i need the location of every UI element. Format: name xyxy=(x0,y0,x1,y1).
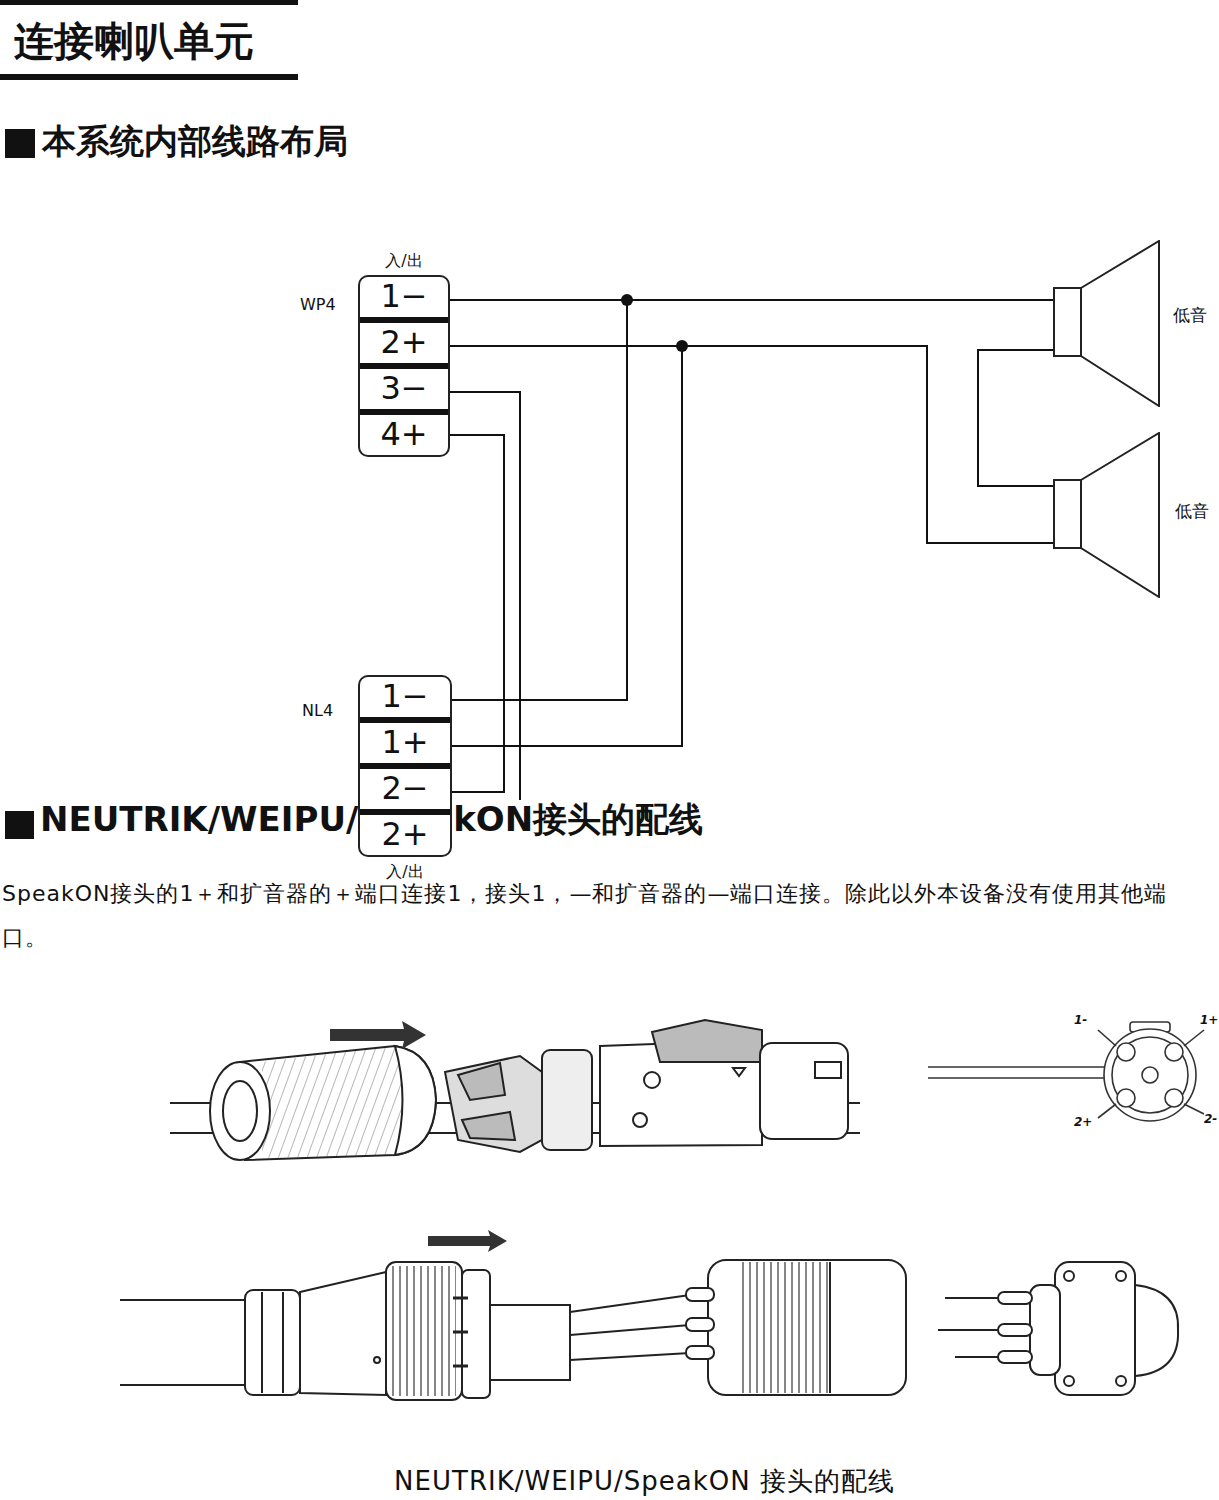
weipu-socket xyxy=(938,1262,1178,1395)
wire xyxy=(978,350,1053,486)
speaker-magnet xyxy=(1054,288,1081,356)
wire xyxy=(448,392,520,835)
pin-cell: 1+ xyxy=(360,723,450,769)
pin-cell: 2+ xyxy=(360,815,450,855)
pin-name: 2+ xyxy=(381,817,428,852)
wire xyxy=(448,346,1053,543)
page-title: 连接喇叭单元 xyxy=(14,14,254,69)
pin-name: 3− xyxy=(380,371,427,406)
section-heading: 本系统内部线路布局 xyxy=(42,122,348,161)
io-label: 入/出 xyxy=(360,862,450,883)
speaker-cone xyxy=(1081,433,1159,597)
pin-name: 1− xyxy=(380,279,427,314)
io-label: 入/出 xyxy=(360,251,448,272)
weipu-plug xyxy=(120,1260,906,1400)
pin-cell: 3− xyxy=(360,369,448,415)
figure-caption: NEUTRIK/WEIPU/SpeakON 接头的配线 xyxy=(0,1464,1219,1499)
heading-square xyxy=(5,811,34,839)
direction-arrow xyxy=(330,1021,426,1049)
pin-name: 1- xyxy=(1074,1014,1087,1028)
pin-cell: 1− xyxy=(360,677,450,723)
pin-name: 2− xyxy=(381,771,428,806)
speaker-magnet xyxy=(1054,480,1081,548)
pin-name: 4+ xyxy=(380,417,427,452)
speaker: 低音 xyxy=(1053,432,1215,598)
pin-cell: 2− xyxy=(360,769,450,815)
junction-dot xyxy=(676,340,688,352)
speakon-face xyxy=(928,1022,1204,1121)
pin-cell: 2+ xyxy=(360,323,448,369)
connector-name: WP4 xyxy=(300,295,336,314)
pin-name: 1− xyxy=(381,679,428,714)
note-text: SpeakON接头的1＋和扩音器的＋端口连接1，接头1，—和扩音器的—端口连接。… xyxy=(2,872,1198,960)
wire xyxy=(448,346,682,746)
wire xyxy=(448,435,504,792)
direction-arrow xyxy=(428,1230,507,1252)
connector-name: NL4 xyxy=(302,701,333,720)
connector-block: WP4入/出1−2+3−4+ xyxy=(358,275,450,457)
pin-name: 1+ xyxy=(381,725,428,760)
speakon-plug xyxy=(170,1020,860,1160)
speaker-label: 低音 xyxy=(1173,304,1207,327)
connector-block: NL4入/出1−1+2−2+ xyxy=(358,675,452,857)
heading-square xyxy=(5,129,35,158)
pin-name: 2+ xyxy=(1074,1116,1092,1130)
speaker-label: 低音 xyxy=(1175,500,1209,523)
wire xyxy=(448,300,627,700)
speaker: 低音 xyxy=(1053,240,1215,407)
title-bar xyxy=(0,0,298,5)
junction-dot xyxy=(621,294,633,306)
speaker-cone xyxy=(1081,241,1159,406)
pin-name: 1+ xyxy=(1200,1014,1218,1028)
title-bar xyxy=(0,74,298,80)
pin-name: 2- xyxy=(1204,1113,1217,1127)
pin-name: 2+ xyxy=(380,325,427,360)
pin-cell: 4+ xyxy=(360,415,448,455)
pin-cell: 1− xyxy=(360,277,448,323)
